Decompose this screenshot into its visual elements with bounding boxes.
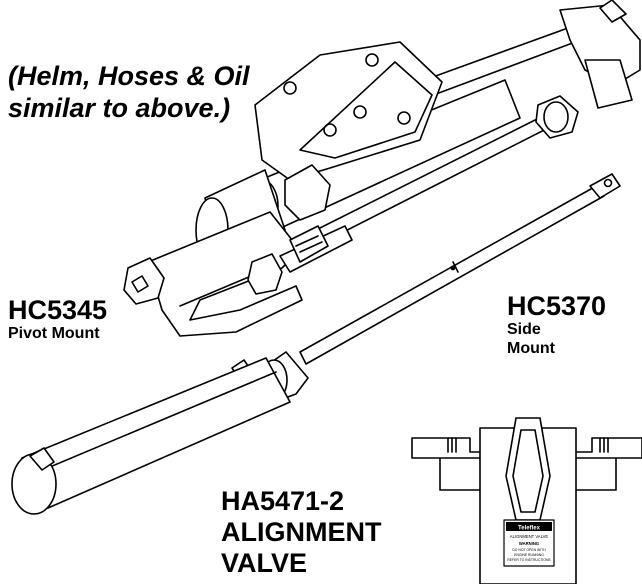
- valve-label-brand: Teleflex: [518, 526, 541, 532]
- valve-label-instruction-3: REFER TO INSTRUCTIONS: [507, 558, 551, 562]
- side-mount-cylinder-drawing: [11, 173, 621, 515]
- ha5471-line-3: VALVE: [221, 548, 308, 578]
- hc5345-description: Pivot Mount: [8, 325, 100, 343]
- hc5370-model: HC5370: [507, 291, 607, 321]
- valve-label-instruction-2: ENGINE RUNNING: [514, 553, 544, 557]
- hc5345-label: HC5345 Pivot Mount: [8, 296, 107, 343]
- pivot-mount-cylinder-drawing: [123, 0, 641, 337]
- ha5471-label: HA5471-2 ALIGNMENT VALVE: [221, 486, 381, 579]
- note-text: (Helm, Hoses & Oil similar to above.): [8, 60, 250, 124]
- ha5471-model: HA5471-2: [221, 486, 345, 516]
- hc5345-model: HC5345: [8, 295, 108, 325]
- note-line-2: similar to above.): [8, 93, 231, 123]
- alignment-valve-drawing: [411, 417, 642, 584]
- valve-label-warning: WARNING: [519, 541, 539, 546]
- hc5370-label: HC5370 Side Mount: [507, 292, 606, 358]
- ha5471-line-2: ALIGNMENT: [221, 517, 382, 547]
- hc5370-description-line-1: Side: [507, 321, 541, 339]
- valve-label-title: ALIGNMENT VALVE: [510, 534, 549, 539]
- note-line-1: (Helm, Hoses & Oil: [8, 61, 250, 91]
- valve-label-instruction-1: DO NOT OPEN WITH: [512, 548, 546, 552]
- hc5370-description-line-2: Mount: [507, 340, 555, 358]
